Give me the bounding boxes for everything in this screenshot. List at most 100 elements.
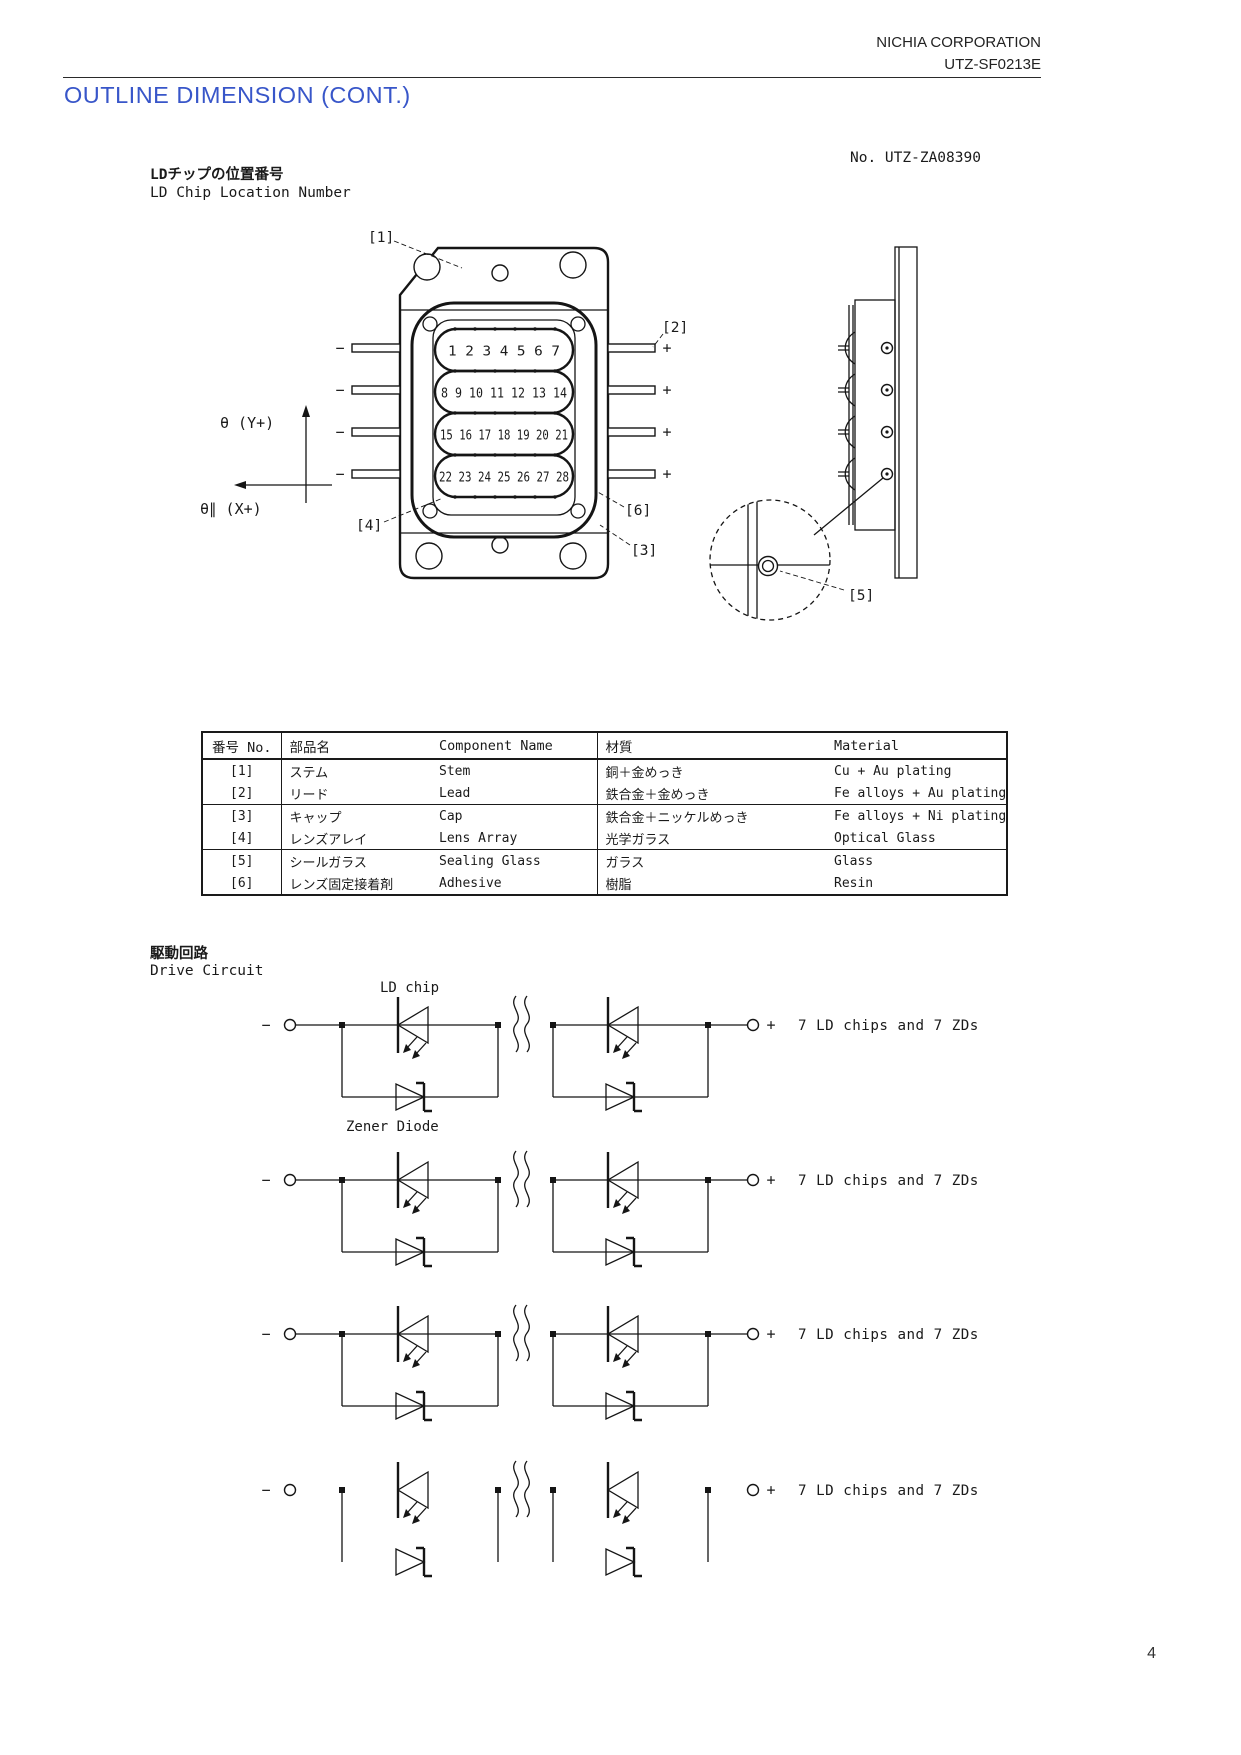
circuit-note: 7 LD chips and 7 ZDs: [798, 1173, 979, 1189]
part-name-jp: レンズアレイ: [281, 827, 431, 850]
circuit-note: 7 LD chips and 7 ZDs: [798, 1327, 979, 1343]
part-material-jp: 光学ガラス: [597, 827, 826, 850]
part-material-en: Cu + Au plating: [834, 763, 952, 779]
part-no: [6]: [202, 872, 282, 895]
part-material-jp: 鉄合金＋ニッケルめっき: [605, 810, 749, 826]
part-material-jp: 銅＋金めっき: [605, 765, 684, 781]
lead-plus-sign: +: [662, 339, 671, 357]
part-no: [2]: [202, 782, 282, 805]
drawing-number: No. UTZ-ZA08390: [850, 150, 981, 166]
part-name-jp: キャップ: [289, 810, 342, 826]
table-row: [4] レンズアレイ Lens Array 光学ガラス Optical Glas…: [202, 827, 1008, 850]
part-name-en: Cap: [431, 804, 598, 827]
part-material-en: Glass: [834, 853, 874, 869]
callout-5-label: [5]: [848, 588, 874, 604]
page-title: OUTLINE DIMENSION (CONT.): [64, 82, 411, 108]
part-material-jp: ガラス: [605, 855, 645, 871]
table-header-row: 番号 No. 部品名 Component Name 材質 Material: [202, 732, 1008, 760]
axis-indicator: θ (Y+) θ∥ (X+): [200, 405, 332, 518]
part-no: [5]: [202, 849, 282, 872]
part-name-jp: リード: [281, 782, 431, 805]
chip-row-3: 15 16 17 18 19 20 21: [440, 429, 568, 444]
part-name-en: Lead: [431, 782, 598, 805]
drive-circuit-row-4: − + 7 LD chips and 7 ZDs: [250, 1445, 990, 1603]
table-row: [3] キャップ Cap 鉄合金＋ニッケルめっき Fe alloys + Ni …: [202, 804, 1007, 827]
zener-diode-label: Zener Diode: [346, 1119, 439, 1135]
callout-1-label: [1]: [368, 230, 394, 246]
callout-2-label: [2]: [662, 320, 688, 336]
lead-plus-sign: +: [662, 465, 671, 483]
screw-marks: [880, 341, 894, 481]
col-header-material-en: Material: [826, 732, 1008, 760]
plus-terminal-label: +: [766, 1325, 775, 1343]
axis-x-label: θ∥ (X+): [200, 500, 262, 518]
chip-location-numbers: 1 2 3 4 5 6 7 8 9 10 11 12 13 14 15 16 1…: [439, 345, 569, 486]
company-name: NICHIA CORPORATION: [876, 34, 1041, 51]
lead-minus-sign: −: [335, 381, 344, 399]
part-material-en: Optical Glass: [826, 827, 1008, 850]
plus-terminal-label: +: [766, 1481, 775, 1499]
drive-circuit-row-1: LD chip Zener Diode − + 7 LD chips and 7…: [250, 980, 990, 1138]
lead-plus-sign: +: [662, 423, 671, 441]
part-name-en: Adhesive: [431, 872, 598, 895]
minus-terminal-label: −: [261, 1481, 270, 1499]
circuit-note: 7 LD chips and 7 ZDs: [798, 1483, 979, 1499]
col-header-name-en: Component Name: [431, 732, 598, 760]
callout-6-label: [6]: [625, 503, 651, 519]
plus-terminal-label: +: [766, 1171, 775, 1189]
lead-plus-sign: +: [662, 381, 671, 399]
col-header-name-jp: 部品名: [281, 732, 431, 760]
lead-minus-sign: −: [335, 339, 344, 357]
lead-minus-sign: −: [335, 423, 344, 441]
ld-chip-location-label-en: LD Chip Location Number: [150, 185, 351, 201]
axis-y-label: θ (Y+): [220, 414, 274, 432]
col-header-material-jp: 材質: [597, 732, 826, 760]
part-name-en: Sealing Glass: [431, 849, 598, 872]
part-material-jp: 鉄合金＋金めっき: [597, 782, 826, 805]
callouts: [1] [2] [3] [4] [5] [6]: [356, 230, 874, 604]
ld-chip-label: LD chip: [380, 980, 439, 996]
part-no: [1]: [202, 759, 282, 782]
table-row: [5] シールガラス Sealing Glass ガラス Glass: [202, 849, 1007, 872]
lens-array-rows: [433, 327, 575, 499]
part-material-jp: 樹脂: [605, 877, 632, 893]
ld-chip-location-label-jp: LDチップの位置番号: [150, 167, 284, 183]
table-row: [1] ステム Stem 銅＋金めっき Cu + Au plating: [202, 759, 1007, 782]
chip-row-1: 1 2 3 4 5 6 7: [448, 345, 560, 360]
minus-terminal-label: −: [261, 1016, 270, 1034]
part-no: [4]: [202, 827, 282, 850]
component-material-table: 番号 No. 部品名 Component Name 材質 Material [1…: [201, 731, 1009, 896]
part-name-jp: シールガラス: [289, 855, 367, 871]
minus-terminal-label: −: [261, 1171, 270, 1189]
table-row: [2] リード Lead 鉄合金＋金めっき Fe alloys + Au pla…: [202, 782, 1008, 805]
part-name-jp: ステム: [289, 765, 329, 781]
plus-terminal-label: +: [766, 1016, 775, 1034]
part-material-en: Resin: [834, 875, 874, 891]
sealing-glass-detail-circle: [709, 499, 831, 621]
part-material-en: Fe alloys + Au plating: [826, 782, 1008, 805]
page-number: 4: [1147, 1645, 1156, 1662]
part-name-en: Stem: [431, 759, 598, 782]
header-rule: [63, 77, 1041, 78]
table-row: [6] レンズ固定接着剤 Adhesive 樹脂 Resin: [202, 872, 1007, 895]
chip-row-2: 8 9 10 11 12 13 14: [441, 387, 567, 402]
part-material-en: Fe alloys + Ni plating: [834, 808, 1007, 824]
chip-row-4: 22 23 24 25 26 27 28: [439, 471, 569, 486]
package-front-view: 1 2 3 4 5 6 7 8 9 10 11 12 13 14 15 16 1…: [335, 246, 672, 580]
drive-circuit-label-jp: 駆動回路: [150, 946, 208, 962]
ld-package-outline-drawing: θ (Y+) θ∥ (X+): [200, 230, 918, 621]
callout-4-label: [4]: [356, 518, 382, 534]
leads-right: + + + +: [607, 339, 672, 483]
part-name-jp: レンズ固定接着剤: [289, 877, 394, 893]
part-no: [3]: [202, 804, 282, 827]
col-header-no: 番号 No.: [202, 732, 282, 760]
lens-array-frame: [432, 319, 576, 516]
cap-outline: [410, 301, 598, 539]
callout-3-label: [3]: [631, 543, 657, 559]
circuit-note: 7 LD chips and 7 ZDs: [798, 1018, 979, 1034]
part-name-en: Lens Array: [431, 827, 598, 850]
package-side-view: [813, 246, 918, 579]
drive-circuit-label-en: Drive Circuit: [150, 963, 264, 979]
document-number: UTZ-SF0213E: [944, 56, 1041, 73]
